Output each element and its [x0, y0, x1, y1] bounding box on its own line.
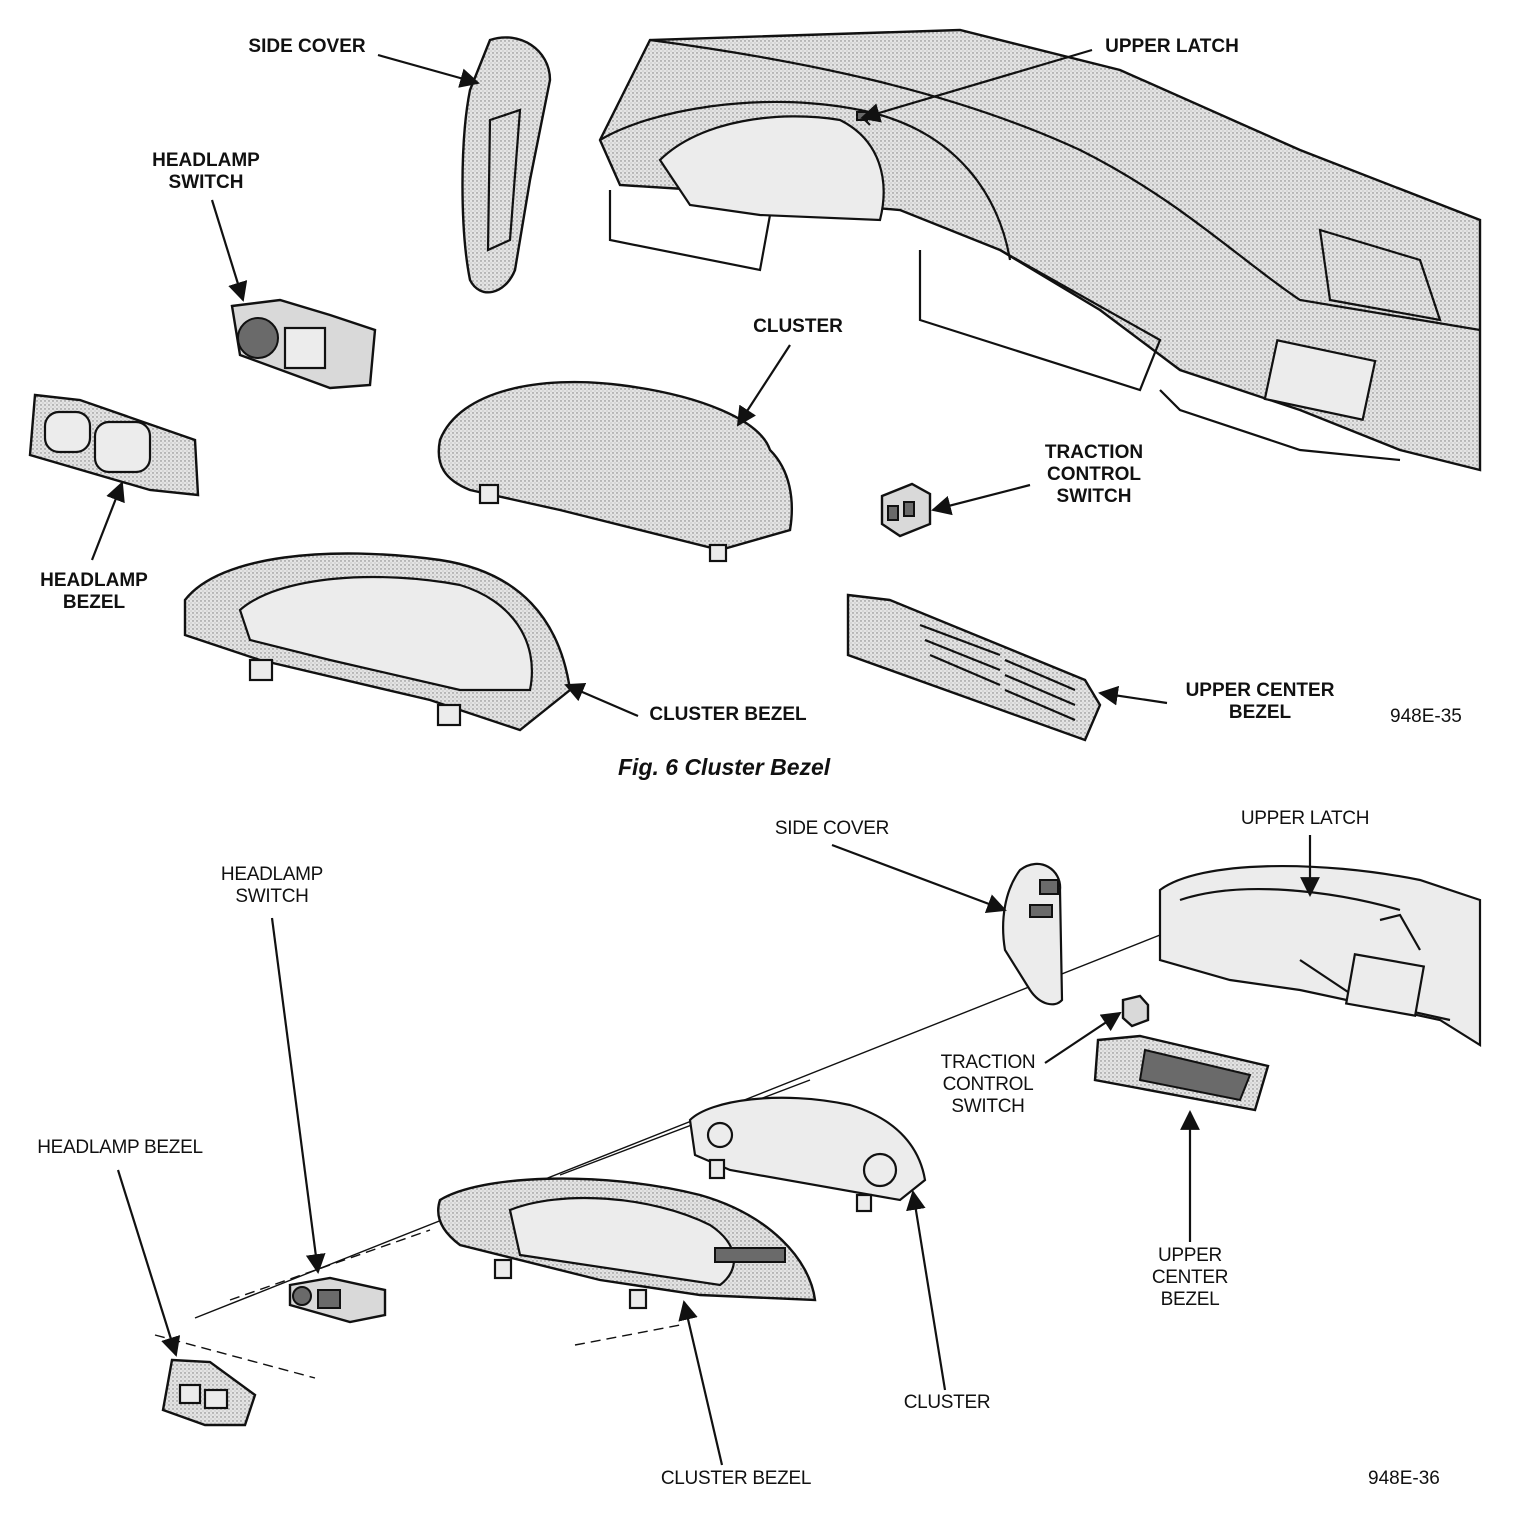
fig1-code: 948E-35 — [1390, 706, 1462, 727]
fig2-headlamp-switch — [288, 1276, 387, 1324]
fig1-cluster-label: CLUSTER — [753, 316, 843, 337]
fig1-traction-switch — [880, 482, 932, 538]
fig2-cluster-label: CLUSTER — [903, 1392, 991, 1413]
fig1-side-cover — [461, 36, 552, 294]
figure2-artwork — [116, 835, 1482, 1466]
fig2-code: 948E-36 — [1368, 1468, 1440, 1489]
fig1-headlamp-switch — [230, 298, 377, 390]
fig2-cluster — [688, 1096, 927, 1213]
fig2-headlamp-bezel — [161, 1358, 257, 1427]
fig2-traction-switch — [1121, 994, 1150, 1028]
fig2-traction-switch-label: TRACTION CONTROL SWITCH — [940, 1052, 1036, 1117]
fig2-headlamp-switch-label: HEADLAMP SWITCH — [220, 864, 324, 907]
fig2-upper-latch-label: UPPER LATCH — [1240, 808, 1370, 829]
fig1-traction-switch-label: TRACTION CONTROL SWITCH — [1044, 442, 1144, 507]
fig1-upper-center-bezel — [846, 593, 1102, 742]
fig2-upper-center-bezel — [1093, 1034, 1270, 1112]
fig1-instrument-panel — [598, 28, 1482, 472]
fig1-upper-latch-label: UPPER LATCH — [1105, 36, 1239, 57]
fig2-upper-center-bezel-label: UPPER CENTER BEZEL — [1151, 1245, 1229, 1310]
fig1-headlamp-switch-label: HEADLAMP SWITCH — [152, 150, 260, 193]
figure1-artwork — [28, 28, 1482, 742]
fig1-headlamp-bezel — [28, 393, 200, 497]
fig1-cluster — [437, 380, 793, 563]
fig1-caption: Fig. 6 Cluster Bezel — [618, 754, 831, 780]
fig2-instrument-panel — [1158, 864, 1482, 1047]
fig1-upper-center-bezel-label: UPPER CENTER BEZEL — [1185, 680, 1335, 723]
fig1-cluster-bezel-label: CLUSTER BEZEL — [649, 704, 807, 725]
fig1-headlamp-bezel-label: HEADLAMP BEZEL — [40, 570, 148, 613]
fig2-side-cover-label: SIDE COVER — [774, 818, 890, 839]
fig1-cluster-bezel — [183, 552, 572, 732]
fig2-side-cover — [1002, 862, 1064, 1006]
fig2-cluster-bezel-label: CLUSTER BEZEL — [660, 1468, 812, 1489]
fig2-headlamp-bezel-label: HEADLAMP BEZEL — [37, 1137, 203, 1158]
fig1-side-cover-label: SIDE COVER — [248, 36, 366, 57]
fig2-cluster-bezel — [437, 1177, 817, 1310]
